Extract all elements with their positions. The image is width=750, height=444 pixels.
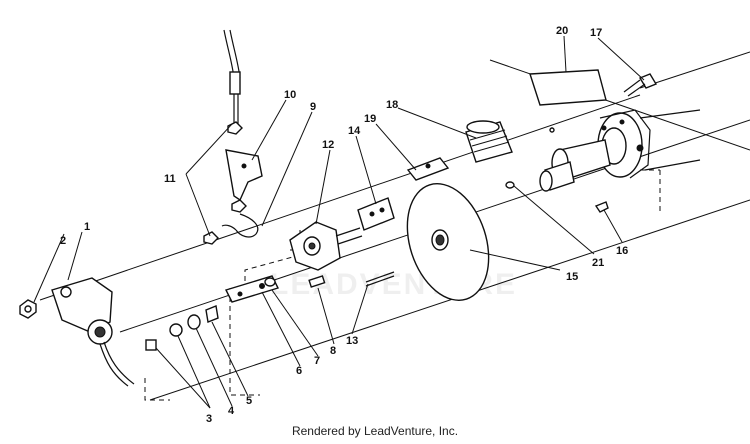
hub-assembly — [539, 109, 701, 192]
callout-2: 2 — [60, 235, 66, 247]
callout-16: 16 — [616, 245, 628, 257]
callout-19: 19 — [364, 113, 376, 125]
callout-17: 17 — [590, 27, 602, 39]
callout-7: 7 — [314, 355, 320, 367]
small-parts — [505, 127, 609, 213]
bolt-17 — [623, 73, 658, 97]
cable-assembly — [203, 29, 263, 245]
nut-2 — [19, 299, 37, 319]
roll-pin-13 — [365, 271, 395, 287]
callout-11: 11 — [164, 173, 176, 185]
callout-20: 20 — [556, 25, 568, 37]
callout-5: 5 — [246, 395, 252, 407]
callout-21: 21 — [592, 257, 604, 269]
cam-12 — [289, 221, 363, 271]
callout-15: 15 — [566, 271, 578, 283]
fastener-stack — [145, 305, 219, 351]
callout-8: 8 — [330, 345, 336, 357]
callout-3: 3 — [206, 413, 212, 425]
pulley-disc — [406, 183, 490, 301]
callout-9: 9 — [310, 101, 316, 113]
render-credit: Rendered by LeadVenture, Inc. — [291, 424, 459, 438]
callout-13: 13 — [346, 335, 358, 347]
callout-labels: 1 2 3 4 5 6 7 8 9 10 11 12 13 14 15 16 1… — [60, 25, 628, 425]
callout-6: 6 — [296, 365, 302, 377]
decal-plate — [529, 69, 607, 106]
link-bar — [225, 275, 279, 303]
leader-lines — [33, 35, 645, 409]
bracket-14 — [357, 197, 395, 231]
dashed-leaders — [144, 169, 661, 401]
sleeve-18 — [465, 120, 513, 163]
pin-8 — [308, 275, 326, 288]
callout-18: 18 — [386, 99, 398, 111]
callout-1: 1 — [84, 221, 90, 233]
callout-14: 14 — [348, 125, 361, 137]
key-19 — [406, 157, 450, 181]
main-bracket — [51, 277, 135, 387]
callout-12: 12 — [322, 139, 334, 151]
callout-4: 4 — [228, 405, 235, 417]
callout-10: 10 — [284, 89, 296, 101]
